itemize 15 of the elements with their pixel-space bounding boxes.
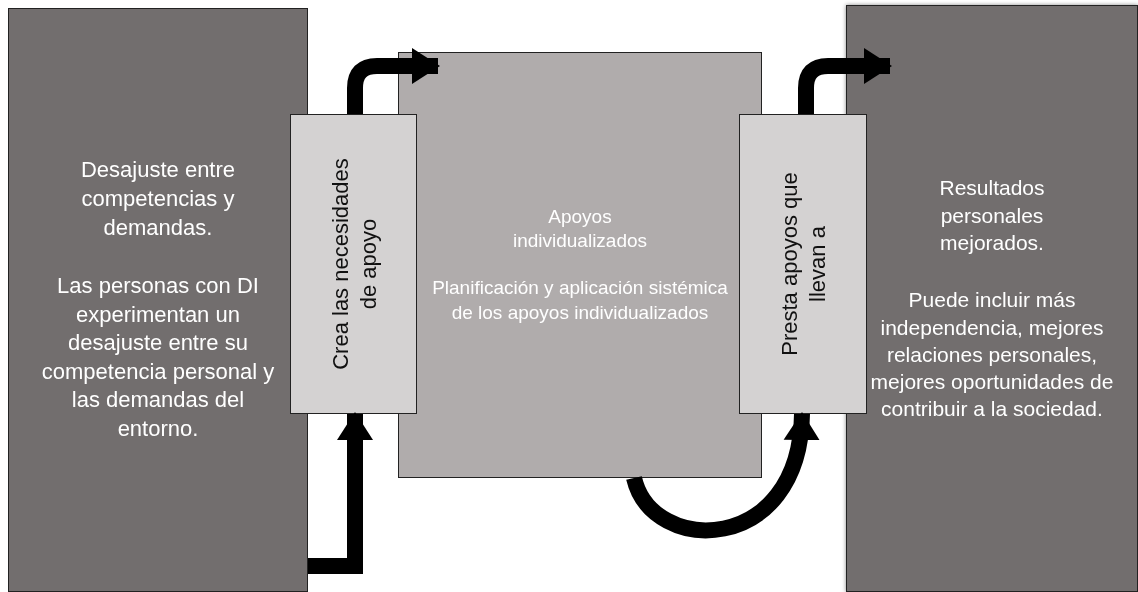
arrow bbox=[308, 412, 373, 574]
arrow bbox=[798, 48, 892, 114]
body-text: Las personas con DI experimentan un desajuste entre su competencia personal y las demandas del entorno. bbox=[40, 272, 276, 444]
label-box bbox=[739, 114, 867, 414]
heading-text: Resultados personales mejorados. bbox=[938, 175, 1046, 256]
heading-text: Crea las necesidades de apoyo bbox=[326, 157, 381, 372]
body-text: Planificación y aplicación sistémica de los apoyos individualizados bbox=[431, 276, 729, 325]
text-panel bbox=[846, 5, 1138, 592]
body-text: Puede incluir más independencia, mejores relaciones personales, mejores oportunidades de contribuir a la sociedad. bbox=[869, 287, 1115, 423]
label-box bbox=[290, 114, 417, 414]
heading-text: Apoyos individualizados bbox=[511, 204, 649, 254]
heading-text: Desajuste entre competencias y demandas. bbox=[79, 156, 237, 242]
heading-text: Presta apoyos que llevan a bbox=[775, 171, 830, 358]
arrow bbox=[347, 48, 440, 114]
text-panel bbox=[8, 8, 308, 592]
